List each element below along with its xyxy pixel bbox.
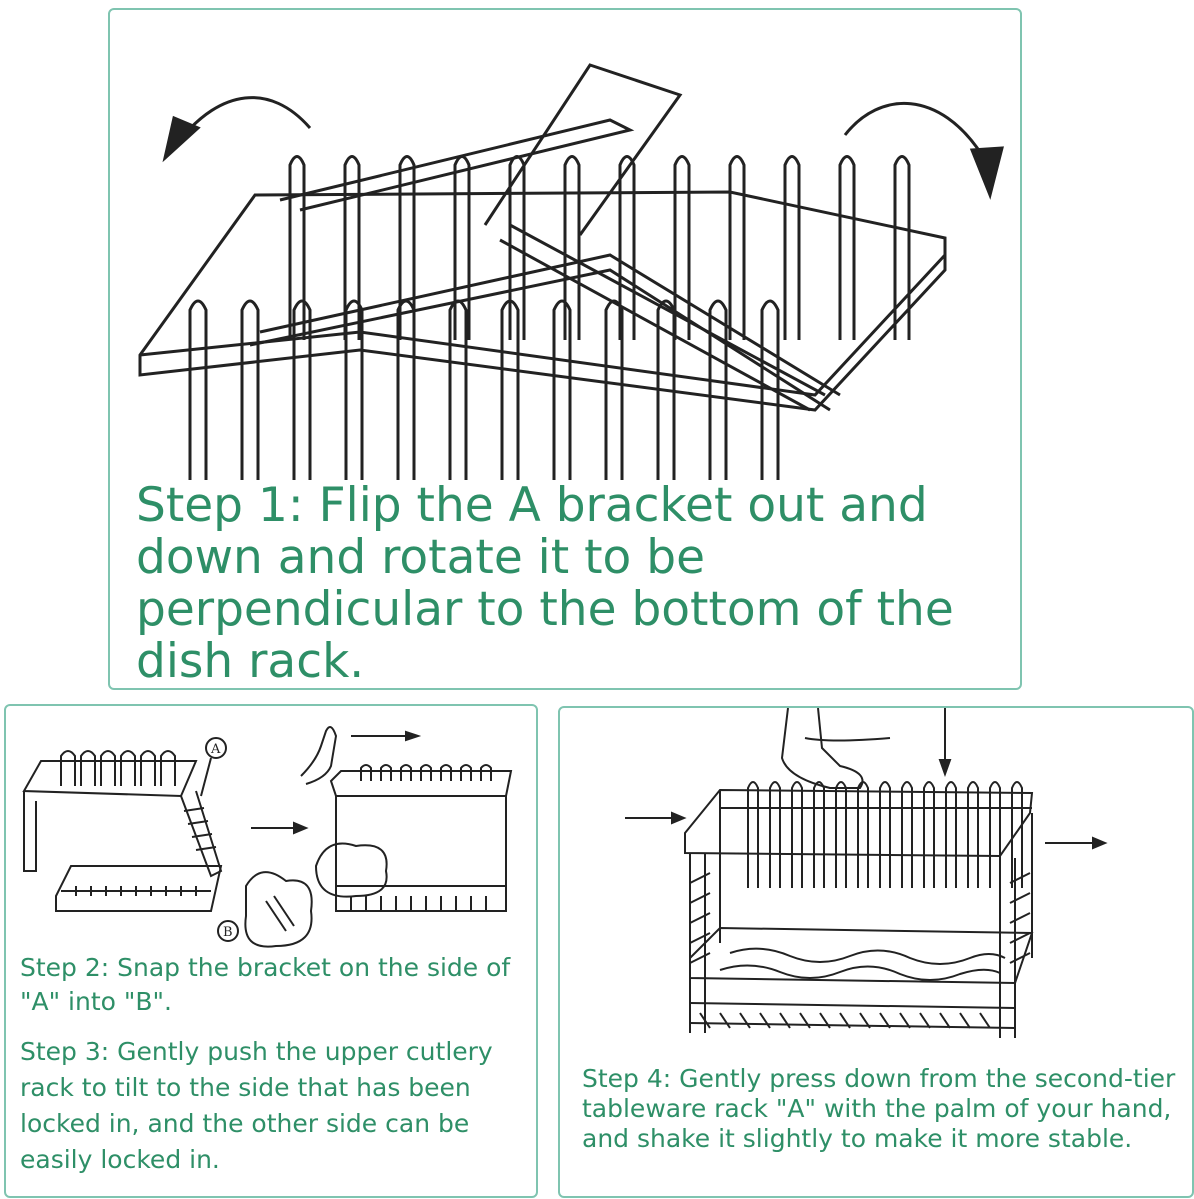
rack-prong bbox=[792, 782, 802, 888]
rack-tines bbox=[748, 782, 1022, 888]
rack-prong bbox=[814, 782, 824, 888]
rack-prong bbox=[924, 782, 934, 888]
left-rack-top bbox=[24, 761, 196, 796]
step4-panel: Step 4: Gently press down from the secon… bbox=[558, 706, 1194, 1198]
rack-prong bbox=[902, 782, 912, 888]
callout-a-label: A bbox=[210, 742, 221, 757]
left-rack-tines bbox=[61, 751, 175, 786]
step1-panel: Step 1: Flip the A bracket out and down … bbox=[108, 8, 1022, 690]
upper-prong bbox=[840, 157, 854, 341]
step4-text: Step 4: Gently press down from the secon… bbox=[582, 1064, 1182, 1154]
upper-prong bbox=[290, 157, 304, 341]
lower-prong bbox=[190, 301, 206, 480]
bracket-a bbox=[485, 65, 680, 235]
rack-frame bbox=[140, 192, 945, 410]
assembled-rack-illustration bbox=[560, 708, 1192, 1063]
step3-text: Step 3: Gently push the upper cutlery ra… bbox=[20, 1034, 530, 1178]
step2-text: Step 2: Snap the bracket on the side of … bbox=[20, 951, 520, 1019]
lower-prong bbox=[294, 301, 310, 480]
rotate-left-arrow bbox=[180, 98, 310, 140]
bracket-snap-illustration: A B bbox=[6, 706, 536, 951]
rack-prong bbox=[968, 782, 978, 888]
lower-prong bbox=[450, 301, 466, 480]
rack-prong bbox=[946, 782, 956, 888]
rack-prong bbox=[990, 782, 1000, 888]
rack-prong bbox=[858, 782, 868, 888]
lower-prong bbox=[710, 301, 726, 480]
step2-3-panel: A B Step 2: Snap the bracket on the side… bbox=[4, 704, 538, 1198]
right-rack-tines bbox=[361, 765, 491, 781]
rack-prong bbox=[880, 782, 890, 888]
rack-tines bbox=[190, 157, 909, 481]
rack-prong bbox=[748, 782, 758, 888]
upper-prong bbox=[565, 157, 579, 341]
folded-rack-illustration bbox=[110, 10, 1020, 480]
step1-text: Step 1: Flip the A bracket out and down … bbox=[136, 480, 1016, 688]
callout-b-label: B bbox=[223, 925, 233, 940]
hand-outline bbox=[301, 727, 336, 784]
rack-prong bbox=[836, 782, 846, 888]
rack-prong bbox=[770, 782, 780, 888]
upper-prong bbox=[785, 157, 799, 341]
lower-prong bbox=[554, 301, 570, 480]
lower-prong bbox=[242, 301, 258, 480]
upper-prong bbox=[730, 157, 744, 341]
hand-outline bbox=[782, 708, 863, 788]
rotate-right-arrowhead bbox=[972, 148, 1002, 195]
rotate-right-arrow bbox=[845, 103, 982, 155]
slanted-bracket bbox=[181, 791, 221, 876]
